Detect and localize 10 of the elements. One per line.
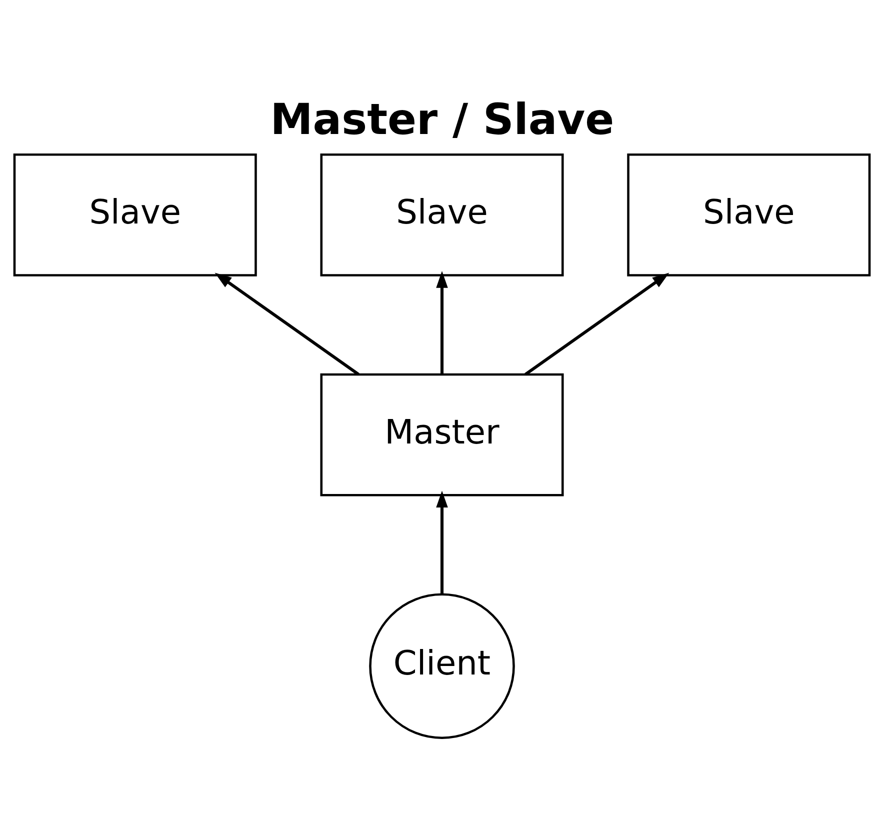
node-box: Slave [13, 153, 257, 276]
node-box: Slave [627, 153, 871, 276]
node-box: Master [320, 372, 564, 496]
node-box: Slave [320, 153, 564, 276]
arrow [524, 272, 670, 376]
arrow [436, 270, 448, 374]
arrow [436, 490, 448, 594]
arrow [214, 272, 360, 376]
node-circle: Client [369, 592, 515, 739]
diagram-title: Master / Slave [270, 94, 614, 144]
